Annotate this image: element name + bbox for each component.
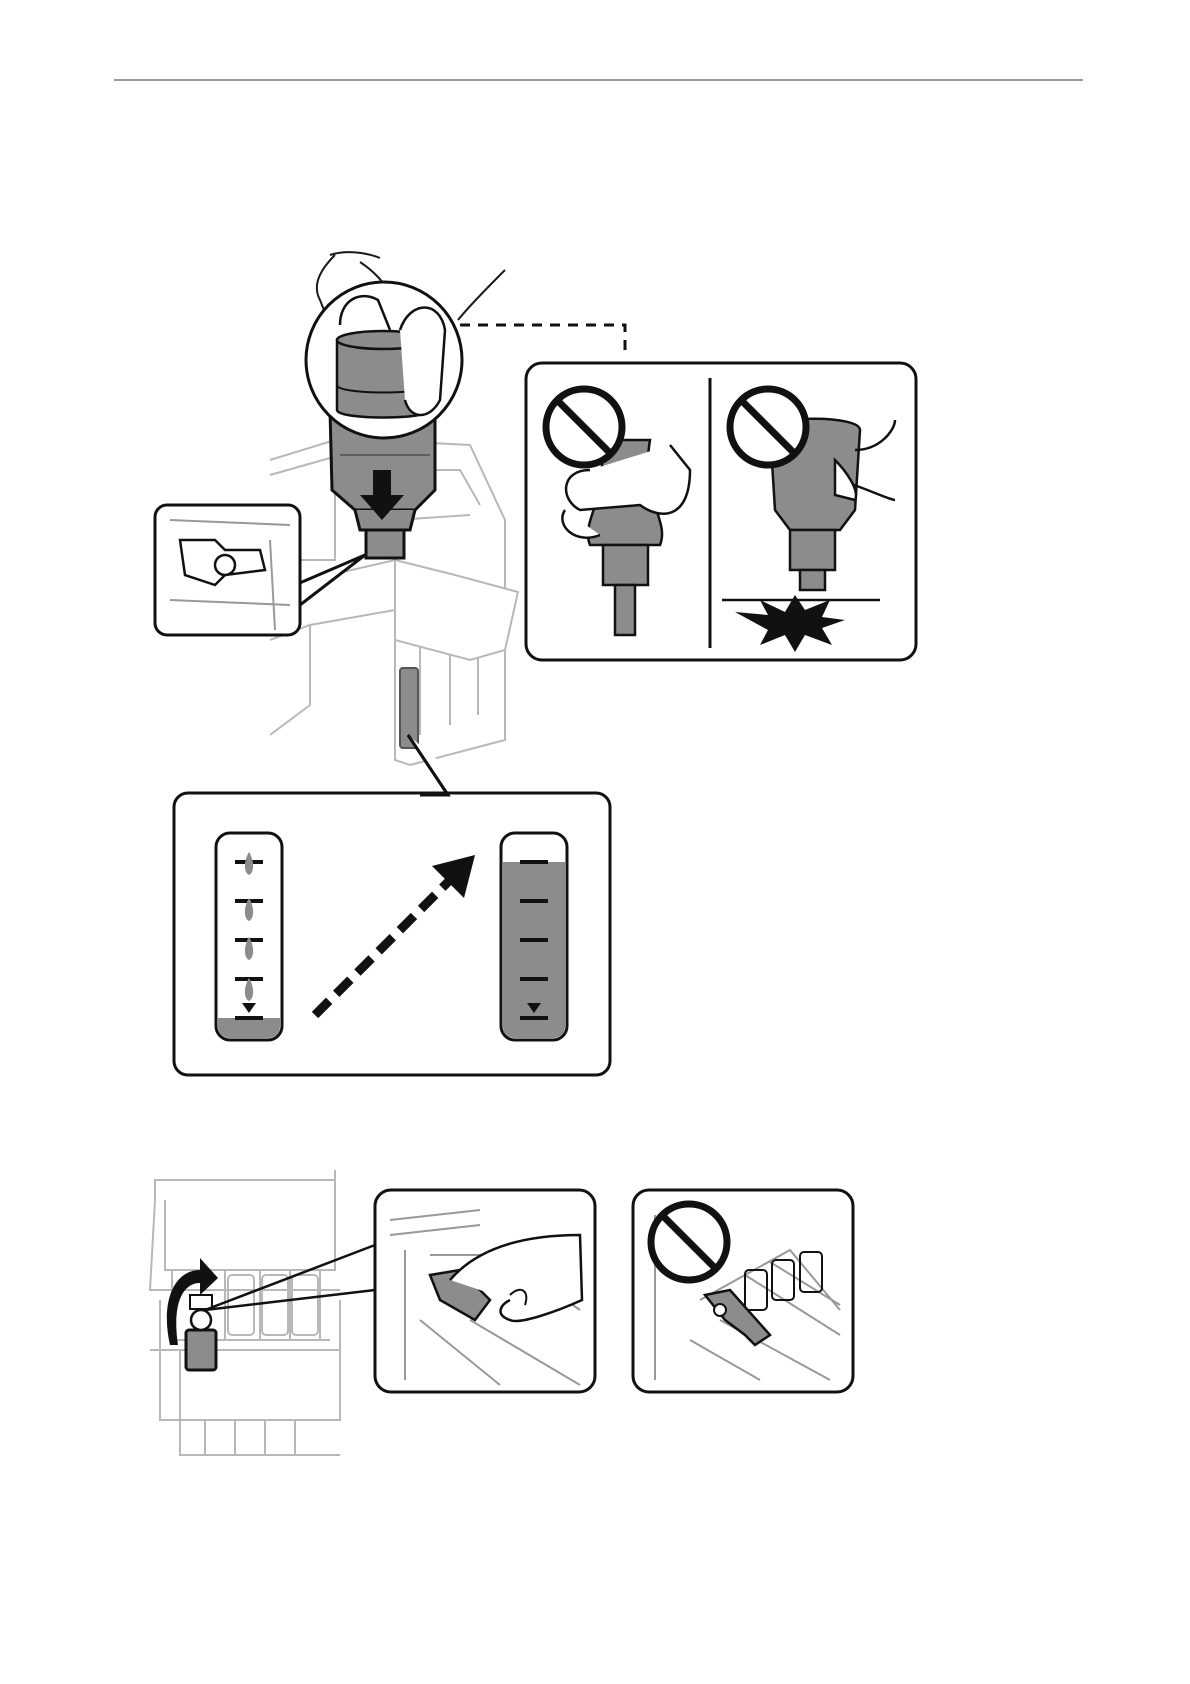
gauge-after-fill: [501, 833, 567, 1040]
press-cap-firmly-panel: [375, 1190, 595, 1392]
tank-flap: [395, 560, 518, 660]
ink-level-gauge-panel: [174, 735, 610, 1075]
prohibition-icon: [546, 389, 622, 465]
figure-close-ink-tank-cap: [150, 1170, 853, 1455]
printer-open-lid: [150, 1170, 340, 1455]
prohibition-icon: [730, 389, 806, 465]
ink-inlet-closeup: [155, 505, 365, 635]
cap-not-closed-prohibited-panel: [633, 1190, 853, 1392]
press-closeup-leader: [205, 1245, 375, 1310]
callout-dashed-leader: [460, 325, 625, 355]
figure-refill-ink-bottle: [155, 252, 916, 1075]
do-not-squeeze-or-drop-panel: [526, 363, 916, 660]
gauge-before-fill: [216, 833, 282, 1040]
prohibition-icon: [651, 1204, 727, 1280]
bottle-grip-magnifier: [306, 282, 462, 438]
